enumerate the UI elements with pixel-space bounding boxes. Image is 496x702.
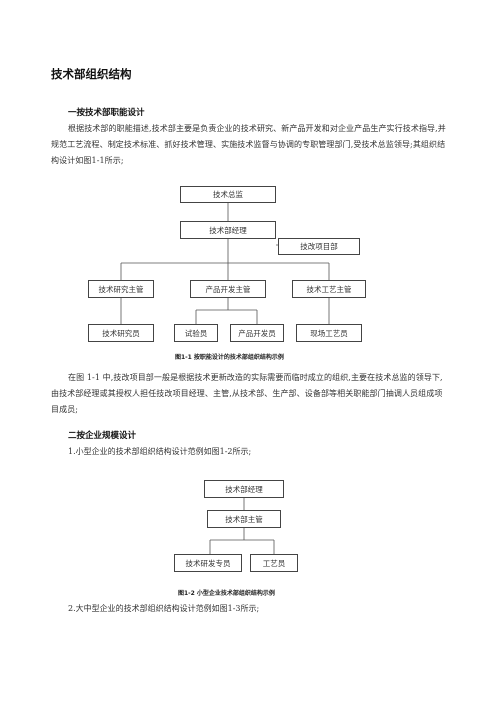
chart1-box-staff-process: 现场工艺员 xyxy=(296,324,362,342)
list-item-1: 1.小型企业的技术部组织结构设计范例如图1-2所示; xyxy=(68,447,252,456)
chart1-box-staff-tester: 试验员 xyxy=(174,324,218,342)
list-item-2: 2.大中型企业的技术部组织结构设计范例如图1-3所示; xyxy=(68,604,260,613)
chart1-box-supervisor-research: 技术研究主管 xyxy=(88,280,154,298)
explanation-paragraph: 在图 1-1 中,技改项目部一般是根据技术更新改造的实际需要而临时成立的组织,主… xyxy=(51,373,443,414)
chart1-box-manager: 技术部经理 xyxy=(180,221,276,239)
chart2-box-manager: 技术部经理 xyxy=(204,480,284,498)
section-heading-2: 二按企业规模设计 xyxy=(68,431,137,441)
chart1-box-supervisor-product: 产品开发主管 xyxy=(190,280,266,298)
chart1-box-top: 技术总监 xyxy=(180,186,276,203)
chart1-caption: 图1-1 按职能设计的技术部组织结构示例 xyxy=(175,354,284,361)
page-title: 技术部组织结构 xyxy=(51,67,132,81)
chart1-box-supervisor-process: 技术工艺主管 xyxy=(292,280,366,298)
chart2-caption: 图1-2 小型企业技术部组织结构示例 xyxy=(178,590,275,597)
section-heading-1: 一按技术部职能设计 xyxy=(68,108,145,118)
chart2-box-supervisor: 技术部主管 xyxy=(207,510,281,528)
chart2-box-staff-rd: 技术研发专员 xyxy=(174,554,242,572)
intro-paragraph: 根据技术部的职能描述,技术部主要是负责企业的技术研究、新产品开发和对企业产品生产… xyxy=(51,124,446,165)
chart1-box-staff-research: 技术研究员 xyxy=(88,324,154,342)
chart1-box-project: 技改项目部 xyxy=(278,238,360,255)
chart1-box-staff-product: 产品开发员 xyxy=(230,324,284,342)
chart2-box-staff-process: 工艺员 xyxy=(250,554,298,572)
